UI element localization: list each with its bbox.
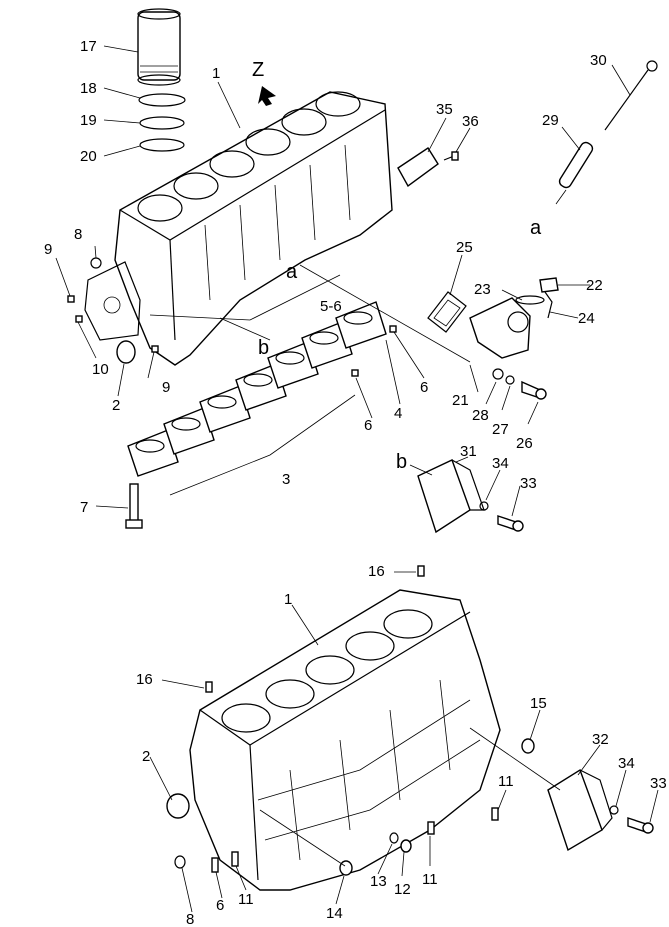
bottom-small-parts [166,565,535,876]
label-10: 10 [92,361,109,378]
label-1: 1 [212,65,220,82]
label-2-bottom: 2 [142,748,150,765]
label-6-bottom: 6 [216,897,224,914]
side-cover [397,147,459,188]
callout-labels: Z a a b b 17 18 19 20 1 35 36 29 30 25 2… [44,38,667,927]
label-9-top: 9 [44,241,52,258]
label-11-right: 11 [498,773,514,790]
label-7: 7 [80,499,88,516]
cylinder-liner [137,8,181,86]
label-2: 2 [112,397,120,414]
gasket [427,291,467,333]
view-direction-arrow [258,86,276,106]
label-5-6: 5-6 [320,298,342,315]
bolt-washer-set [492,368,547,400]
label-18: 18 [80,80,97,97]
bearing-caps [127,301,387,496]
ref-a-block: a [286,261,298,283]
view-z-label: Z [252,59,264,81]
label-34: 34 [492,455,509,472]
label-15: 15 [530,695,547,712]
label-17: 17 [80,38,97,55]
label-16-left: 16 [136,671,153,688]
label-24: 24 [578,310,595,327]
small-fittings [67,257,397,377]
label-8-bottom: 8 [186,911,194,927]
label-36: 36 [462,113,479,130]
label-22: 22 [586,277,603,294]
label-25: 25 [456,239,473,256]
label-29: 29 [542,112,559,129]
label-3: 3 [282,471,290,488]
leader-lines-top [55,45,631,517]
label-11-center: 11 [422,871,438,888]
ref-b-bracket: b [396,451,407,473]
label-33: 33 [520,475,537,492]
label-14: 14 [326,905,343,922]
ref-b-block: b [258,337,269,359]
label-30: 30 [590,52,607,69]
o-rings [138,93,186,152]
label-13: 13 [370,873,387,890]
dipstick [555,60,658,205]
label-12: 12 [394,881,411,898]
label-26: 26 [516,435,533,452]
engine-mount-bracket [417,459,524,534]
oil-bracket [469,277,559,359]
ref-a-dipstick: a [530,217,542,239]
label-27: 27 [492,421,509,438]
label-11-left: 11 [238,891,254,908]
label-21: 21 [452,392,469,409]
label-16-top: 16 [368,563,385,580]
engine-mount-bracket-bottom [547,768,654,852]
label-31: 31 [460,443,477,460]
leader-lines-bottom [149,571,659,913]
label-1-bottom: 1 [284,591,292,608]
label-23: 23 [474,281,491,298]
cap-bolt [125,483,143,529]
cylinder-block-top [84,91,393,366]
label-8: 8 [74,226,82,243]
label-9-bottom: 9 [162,379,170,396]
label-28: 28 [472,407,489,424]
label-32: 32 [592,731,609,748]
label-20: 20 [80,148,97,165]
label-33-bottom: 33 [650,775,667,792]
label-34-bottom: 34 [618,755,635,772]
label-4: 4 [394,405,402,422]
label-6-right: 6 [420,379,428,396]
label-19: 19 [80,112,97,129]
label-6-mid: 6 [364,417,372,434]
cylinder-block-bottom [189,589,501,891]
label-35: 35 [436,101,453,118]
